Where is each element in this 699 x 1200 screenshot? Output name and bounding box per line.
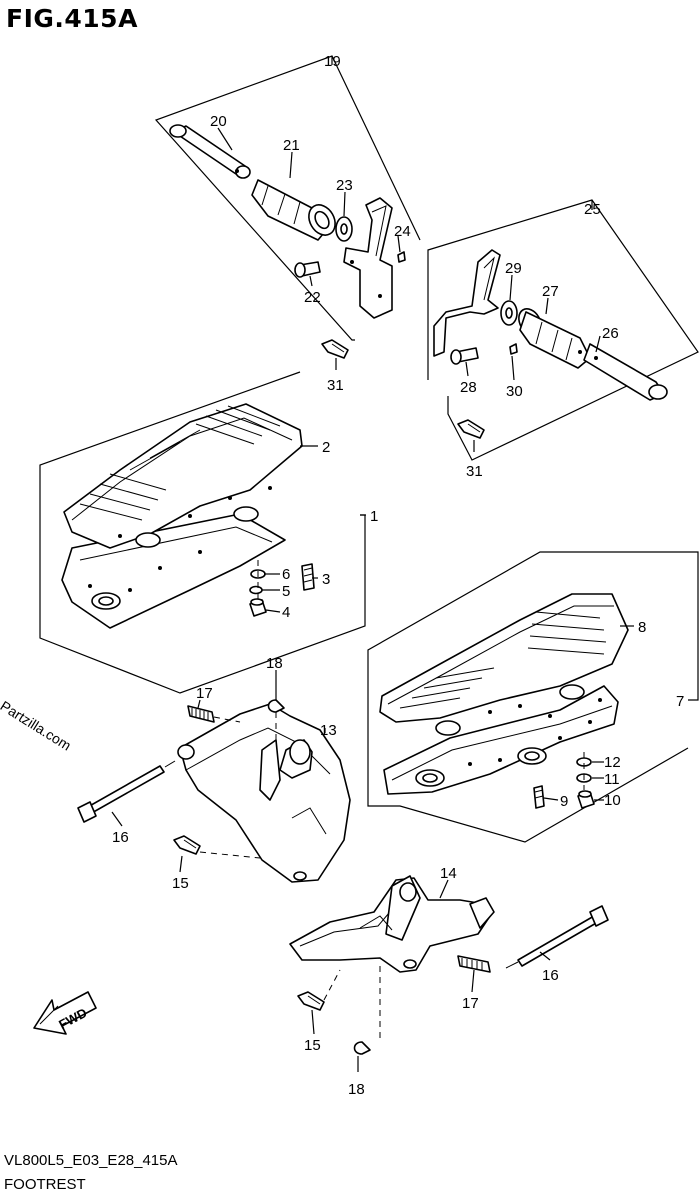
callout-26: 26 [602,325,619,342]
callout-10: 10 [604,792,621,809]
bolt-15a [173,835,261,859]
callout-24: 24 [394,223,411,240]
group-25-outline [427,199,699,461]
footpeg-rubber-27 [518,308,591,369]
callout-25: 25 [584,201,601,218]
callout-29: 29 [505,260,522,277]
leader-lines [111,127,634,1072]
spring-17a [187,705,241,723]
callout-20: 20 [210,113,227,130]
callout-17a: 17 [196,685,213,702]
callout-18a: 18 [266,655,283,672]
washer-5 [249,585,263,595]
floorboard-rubber-2 [63,403,303,549]
callout-13: 13 [320,722,337,739]
floorboard-bracket-13 [177,703,351,883]
callout-27: 27 [542,283,559,300]
callout-1: 1 [370,508,378,525]
group-7-outline [367,551,699,843]
clip-18a [267,699,285,740]
callout-30: 30 [506,383,523,400]
callout-15b: 15 [304,1037,321,1054]
washer-23 [335,216,353,242]
spring-17b [457,955,491,973]
callout-21: 21 [283,137,300,154]
floorboard-assembly-7 [367,551,699,843]
callout-numbers: 19 20 21 23 24 22 31 25 29 27 26 28 30 3… [112,53,684,1098]
nut-4 [249,598,267,617]
callout-3: 3 [322,571,330,588]
callout-16a: 16 [112,829,129,846]
callout-12: 12 [604,754,621,771]
clevis-pin-28 [450,347,479,365]
pin-20 [169,124,251,179]
floorboard-assembly-1 [39,371,366,694]
cotter-pin-30 [509,343,518,355]
callout-2: 2 [322,439,330,456]
bolt-31a [321,339,349,359]
floorboard-rubber-8 [379,593,629,736]
floorboard-bracket-14 [289,875,495,973]
nut-10 [577,790,595,809]
callout-17b: 17 [462,995,479,1012]
floorboard-base-right [383,685,619,795]
callout-23: 23 [336,177,353,194]
footpeg-assembly-19 [154,55,421,359]
callout-9: 9 [560,793,568,810]
washer-29 [500,300,518,326]
callout-11: 11 [604,771,620,788]
figure-title: FIG.415A [6,4,138,33]
callout-22: 22 [304,289,321,306]
callout-15a: 15 [172,875,189,892]
pin-26 [583,343,668,401]
footpeg-rubber-21 [251,179,336,241]
callout-16b: 16 [542,967,559,984]
callout-28: 28 [460,379,477,396]
footpeg-bracket [343,197,393,319]
callout-31a: 31 [327,377,344,394]
clevis-pin-22 [294,261,321,278]
callout-6: 6 [282,566,290,583]
footpeg-assembly-25 [427,199,699,461]
bolt-15b [297,969,341,1011]
pivot-bolt-16b [505,905,609,969]
callout-14: 14 [440,865,457,882]
callout-19: 19 [324,53,341,70]
callout-31b: 31 [466,463,483,480]
cotter-pin-24 [397,251,406,263]
callout-4: 4 [282,604,290,621]
bolt-3 [301,563,315,591]
bolt-31b [457,419,485,439]
figure-name: FOOTREST [4,1176,86,1193]
pivot-bolt-16a [77,760,176,823]
figure-code: VL800L5_E03_E28_415A [4,1152,178,1169]
footpeg-bracket-right [433,249,501,357]
fwd-arrow: FWD [33,991,97,1035]
group-19-outline [154,55,421,341]
callout-5: 5 [282,583,290,600]
callout-8: 8 [638,619,646,636]
bolt-9 [533,785,545,809]
leader-14 [439,879,449,899]
clip-18b [353,966,381,1055]
callout-18b: 18 [348,1081,365,1098]
callout-7: 7 [676,693,684,710]
